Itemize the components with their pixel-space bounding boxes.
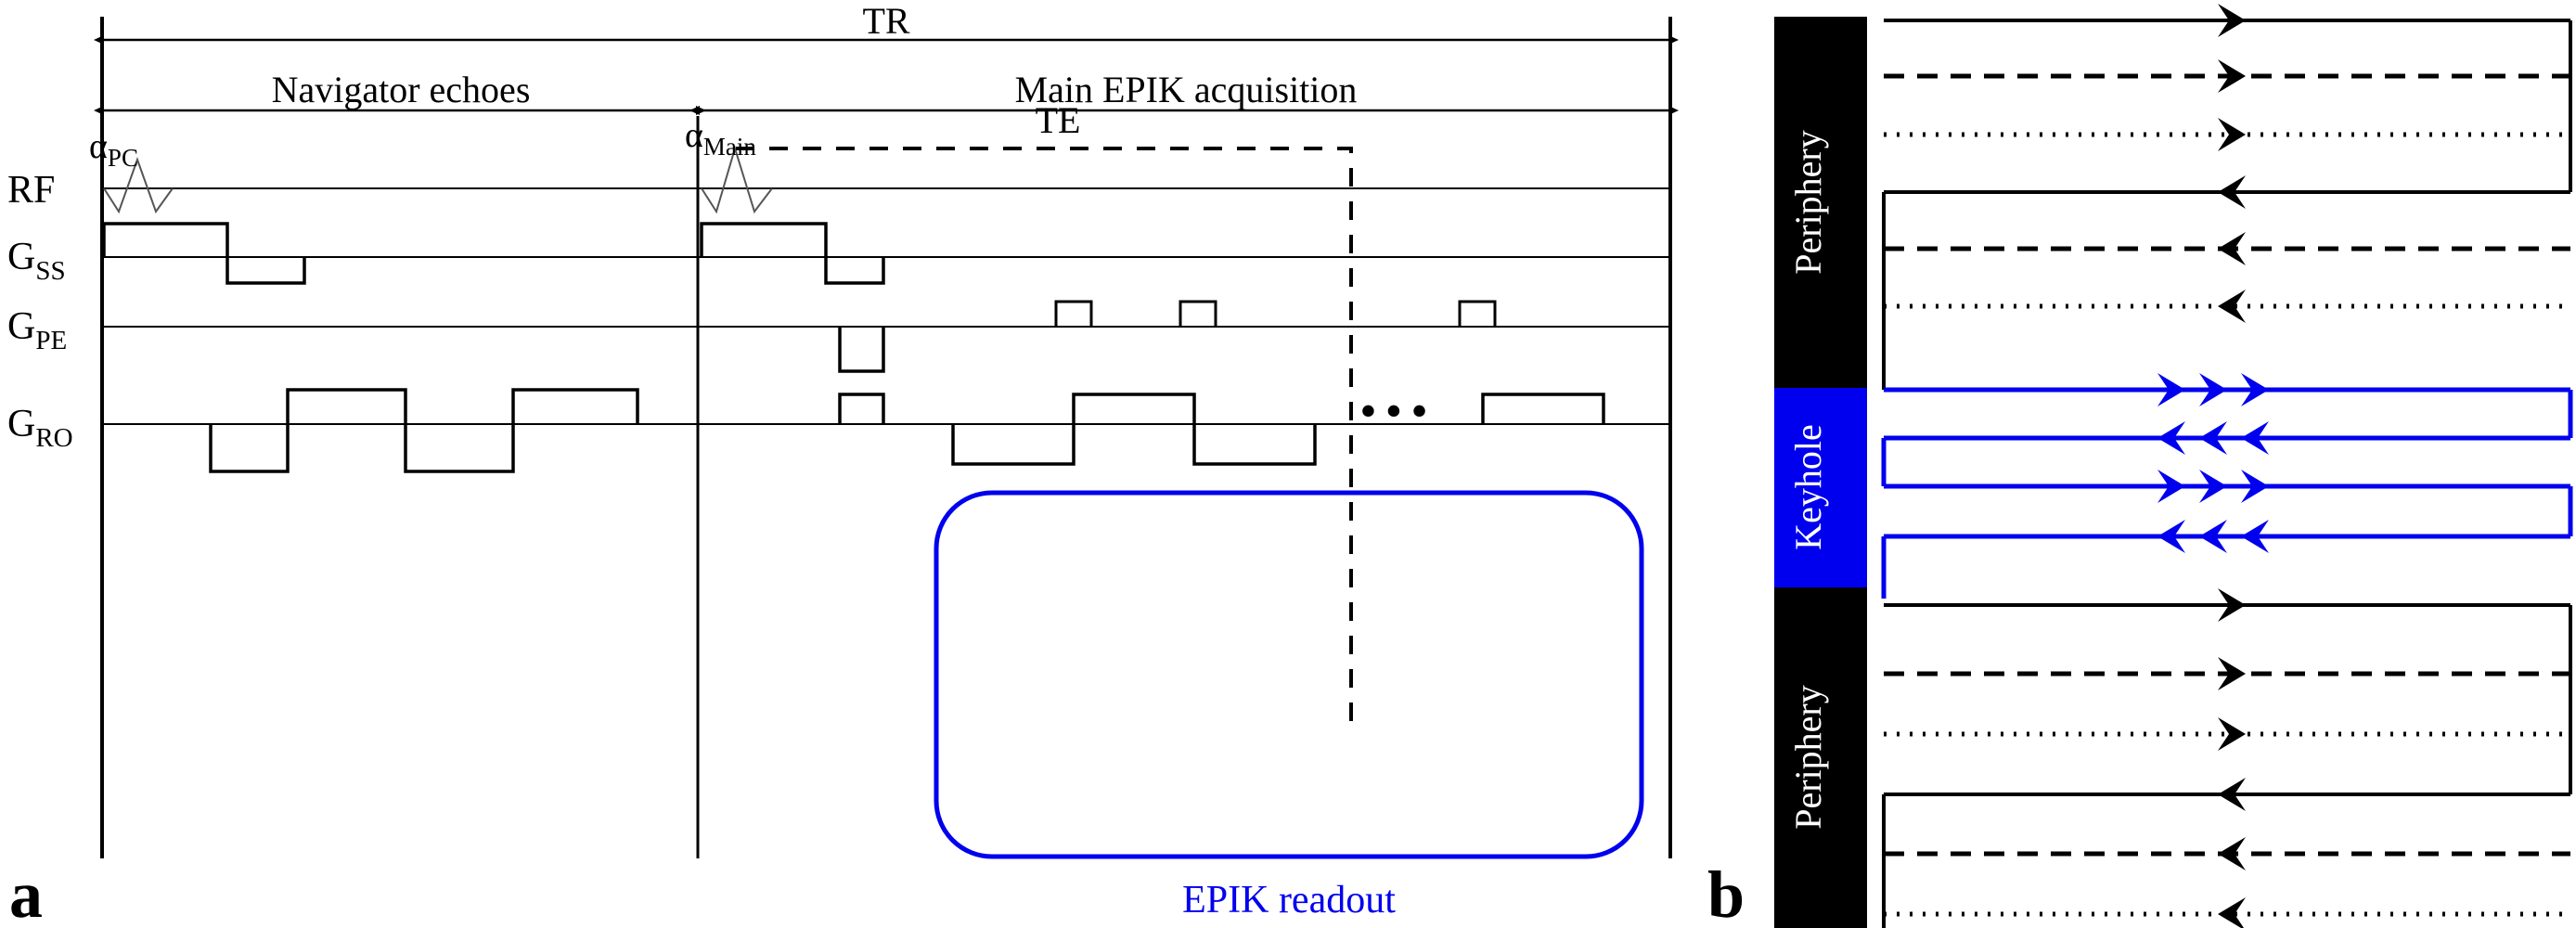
ellipsis-dots: • • •: [1360, 387, 1426, 434]
keyhole-arrow-right-1c: [2241, 373, 2269, 406]
axis-label-gpe: GPE: [7, 305, 67, 355]
panel-a-letter: a: [9, 857, 43, 928]
epik-readout-box: [934, 490, 1644, 859]
keyhole-arrow-left-2c: [2241, 520, 2269, 553]
band-periphery-top: [1774, 17, 1867, 388]
trajectory-periphery-bottom: [1882, 588, 2572, 928]
kspace-arrow-right-4: [2218, 588, 2246, 622]
gro-epik-train: [951, 393, 1317, 466]
kspace-arrow-left-2: [2218, 232, 2246, 265]
alpha-main-label: αMain: [685, 116, 756, 161]
keyhole-arrow-left-1a: [2157, 421, 2185, 455]
keyhole-arrow-right-2c: [2241, 470, 2269, 503]
rf-pulse-navigator: [103, 157, 174, 214]
kspace-arrow-left-4: [2218, 778, 2246, 811]
gss-lobe-main-negative: [824, 257, 885, 285]
rf-pulse-main: [701, 145, 773, 214]
gss-lobe-main-positive: [700, 222, 828, 257]
tr-label: TR: [862, 0, 909, 42]
kspace-arrow-right-1: [2218, 4, 2246, 37]
gss-lobe-navigator-negative: [225, 257, 306, 285]
kspace-arrow-right-6: [2218, 717, 2246, 751]
gpe-blip-2: [1179, 300, 1217, 327]
kspace-arrow-left-3: [2218, 290, 2246, 323]
gro-epik-last-lobe: [1481, 393, 1605, 424]
band-label-periphery-top: Periphery: [1787, 130, 1829, 275]
keyhole-arrow-right-1a: [2157, 373, 2185, 406]
te-bracket: [736, 147, 1353, 735]
keyhole-arrow-left-1c: [2241, 421, 2269, 455]
gro-prephase-lobe: [838, 393, 885, 424]
kspace-arrow-left-1: [2218, 175, 2246, 209]
kspace-arrow-left-6: [2218, 897, 2246, 928]
panel-b-letter: b: [1707, 857, 1745, 928]
band-label-keyhole: Keyhole: [1787, 424, 1829, 550]
navigator-label: Navigator echoes: [272, 69, 531, 110]
gss-lobe-navigator-positive: [102, 222, 229, 257]
keyhole-arrow-left-2a: [2157, 520, 2185, 553]
band-keyhole: [1774, 388, 1867, 587]
trajectory-keyhole: [1881, 373, 2573, 599]
epik-readout-label: EPIK readout: [1182, 879, 1396, 922]
band-periphery-bottom: [1774, 587, 1867, 928]
panel-a: TR Navigator echoes Main EPIK acquisitio…: [7, 0, 1679, 928]
keyhole-arrow-right-2a: [2157, 470, 2185, 503]
axis-label-gss: GSS: [7, 236, 66, 286]
kspace-arrow-right-5: [2218, 657, 2246, 690]
panel-b: b Periphery Keyhole Periphery: [1707, 4, 2573, 928]
kspace-arrow-right-3: [2218, 118, 2246, 151]
gro-navigator-train: [209, 388, 639, 473]
gpe-blip-1: [1054, 300, 1093, 327]
main-acq-label: Main EPIK acquisition: [1015, 69, 1358, 110]
gpe-blip-3: [1458, 300, 1497, 327]
axis-label-gro: GRO: [7, 403, 73, 453]
band-label-periphery-bottom: Periphery: [1787, 685, 1829, 830]
gpe-prephase-lobe: [838, 327, 885, 373]
kspace-arrow-right-2: [2218, 59, 2246, 93]
keyhole-arrow-left-2b: [2199, 520, 2227, 553]
te-label: TE: [1036, 99, 1081, 141]
axis-label-rf: RF: [7, 169, 55, 212]
kspace-arrow-left-5: [2218, 837, 2246, 870]
keyhole-arrow-right-2b: [2199, 470, 2227, 503]
keyhole-arrow-left-1b: [2199, 421, 2227, 455]
trajectory-periphery-top: [1882, 4, 2572, 390]
keyhole-arrow-right-1b: [2199, 373, 2227, 406]
alpha-pc-label: αPC: [89, 127, 138, 172]
